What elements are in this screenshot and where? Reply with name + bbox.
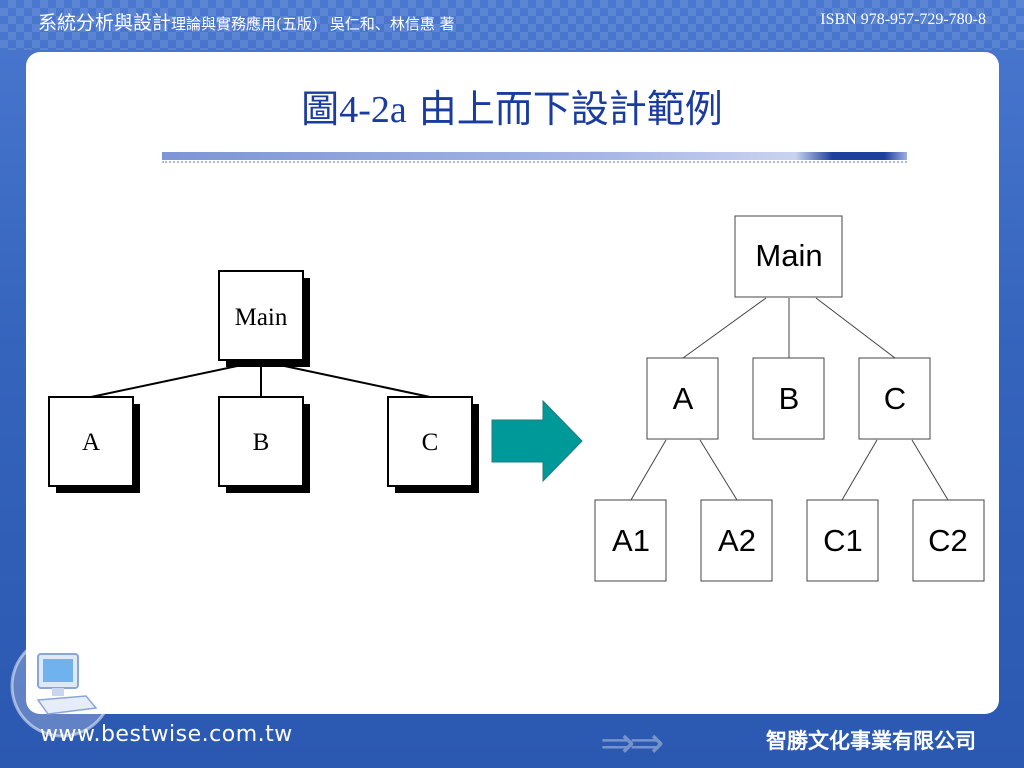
right-node-c2: C2	[912, 499, 985, 582]
book-header: 系統分析與設計理論與實務應用(五版) 吳仁和、林信惠 著	[38, 8, 455, 35]
right-tree-connectors	[630, 297, 949, 501]
right-node-a1-label: A1	[612, 523, 650, 558]
right-node-a1: A1	[594, 499, 667, 582]
title-prefix: 圖	[301, 87, 340, 131]
book-subtitle: 理論與實務應用(五版)	[171, 15, 318, 33]
title-number: 4-2a	[339, 89, 407, 131]
right-node-main-label: Main	[755, 238, 822, 273]
slide-title: 圖4-2a 由上而下設計範例	[0, 78, 1024, 133]
header-pattern	[0, 0, 1024, 50]
right-connector-a1	[630, 439, 667, 501]
right-node-c2-label: C2	[928, 523, 968, 558]
title-text: 由上而下設計範例	[406, 87, 723, 131]
right-node-a: A	[646, 357, 719, 440]
left-node-main-label: Main	[235, 304, 288, 331]
right-node-c1-label: C1	[823, 523, 863, 558]
left-node-b: B	[218, 396, 310, 493]
right-node-c1: C1	[806, 499, 879, 582]
footer-company: 智勝文化事業有限公司	[766, 729, 976, 753]
right-node-b-label: B	[779, 381, 800, 416]
book-title: 系統分析與設計	[38, 12, 172, 34]
title-rule-dots	[162, 161, 907, 165]
right-node-main: Main	[734, 215, 843, 298]
left-node-b-label: B	[253, 429, 270, 456]
right-node-a-label: A	[673, 381, 694, 416]
left-node-c: C	[387, 396, 479, 493]
right-node-c: C	[858, 357, 931, 440]
footer-url: www.bestwise.com.tw	[40, 722, 293, 747]
title-rule	[162, 152, 907, 160]
right-connector-c1	[841, 439, 878, 501]
right-node-b: B	[752, 357, 825, 440]
book-authors: 吳仁和、林信惠 著	[329, 15, 455, 33]
right-node-c-label: C	[884, 381, 906, 416]
computer-icon	[10, 634, 114, 738]
left-node-a-label: A	[82, 429, 100, 456]
right-connector-c	[815, 297, 896, 359]
left-node-main: Main	[218, 270, 310, 367]
isbn-label: ISBN 978-957-729-780-8	[820, 11, 986, 28]
right-node-a2: A2	[700, 499, 773, 582]
right-node-a2-label: A2	[718, 523, 756, 558]
left-node-a: A	[48, 396, 140, 493]
right-connector-c2	[911, 439, 949, 501]
right-connector-a	[682, 297, 767, 359]
left-node-c-label: C	[422, 429, 439, 456]
transform-arrow-icon	[491, 399, 583, 483]
right-connector-a2	[699, 439, 738, 501]
forward-arrows-icon: ⇒⇒	[600, 718, 664, 767]
